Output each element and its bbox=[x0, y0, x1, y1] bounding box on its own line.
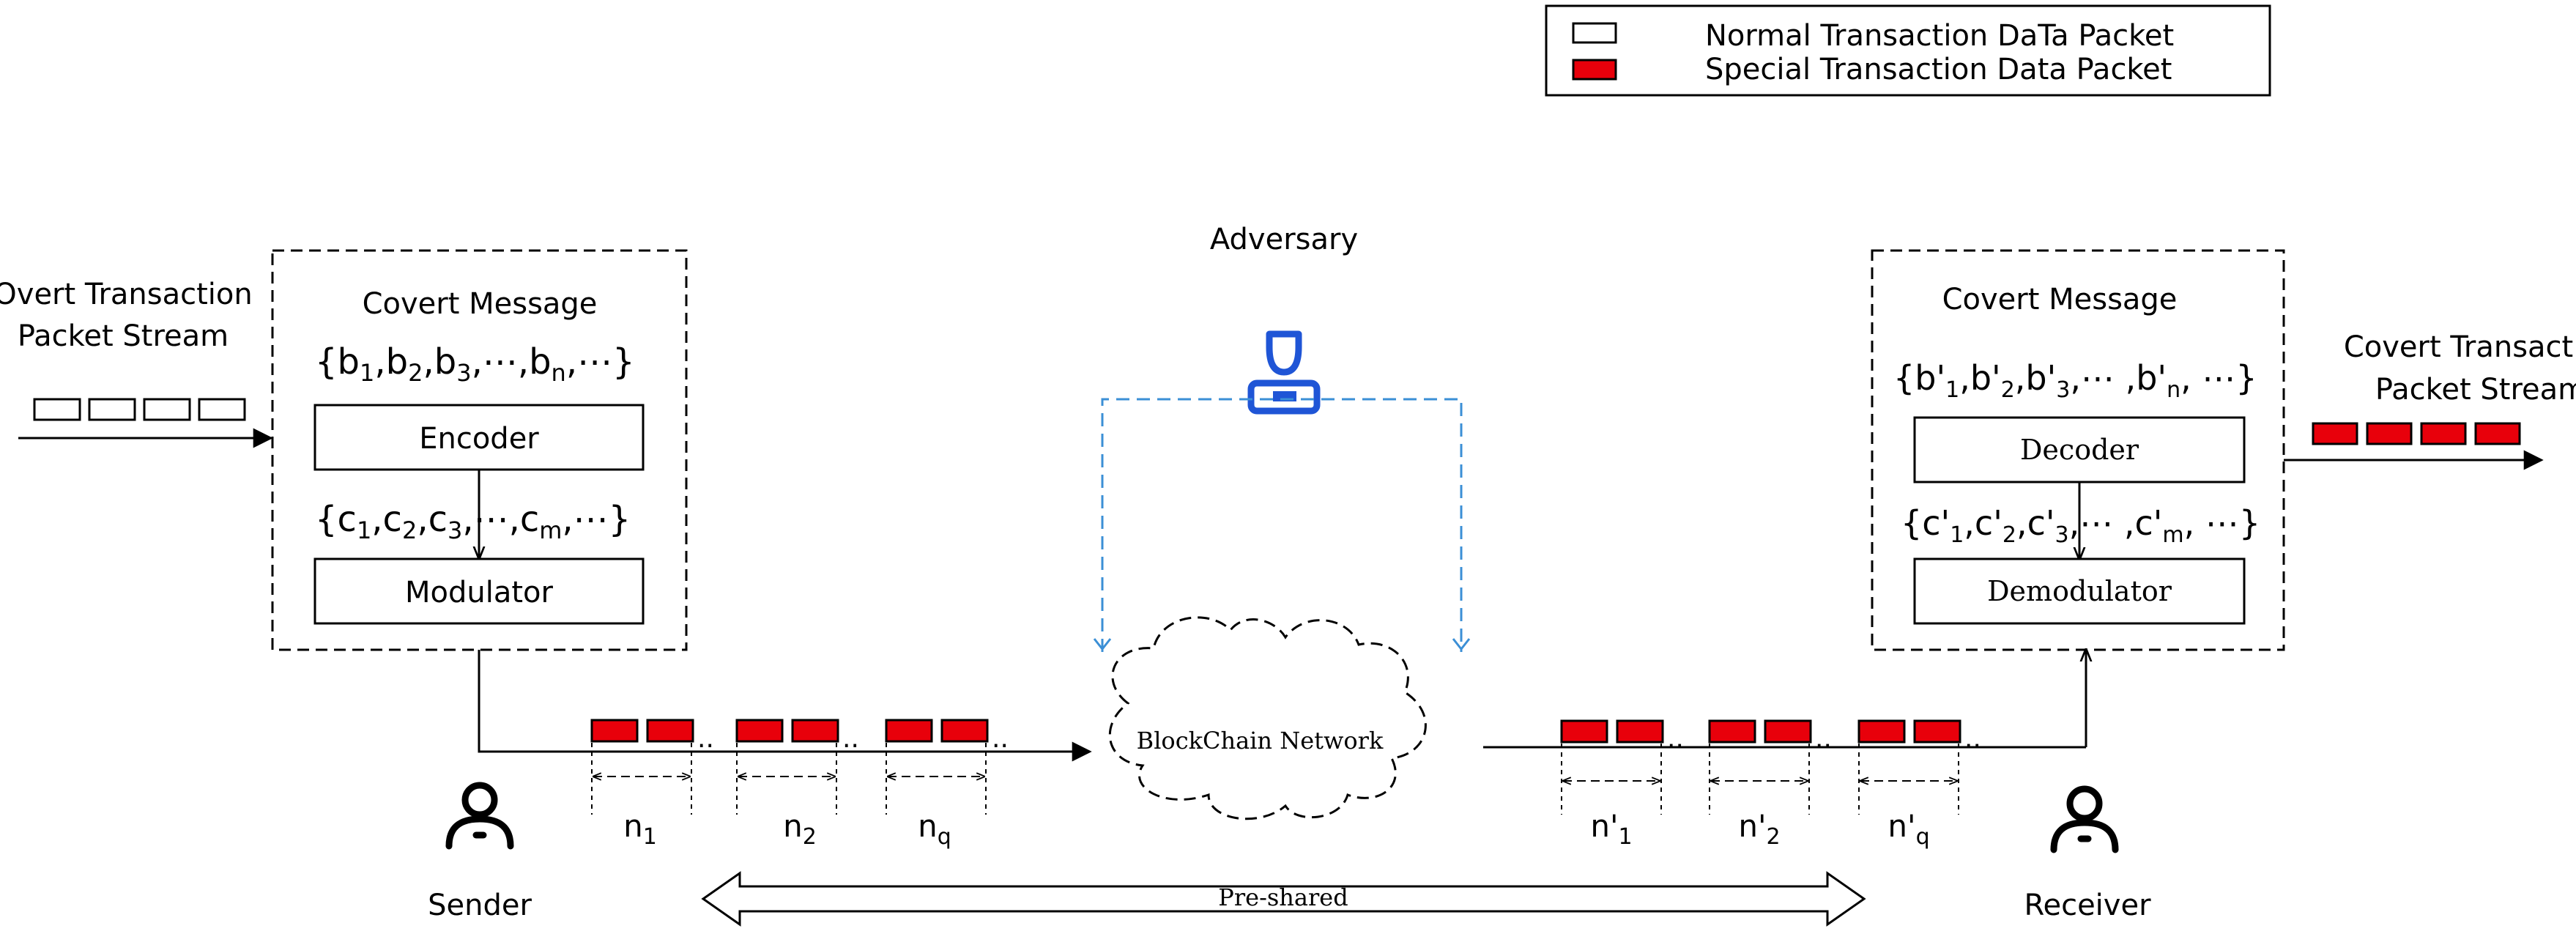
special-packet bbox=[1616, 719, 1664, 744]
receiver-interval-label: n'2 bbox=[1738, 808, 1780, 850]
adversary: Adversary bbox=[1093, 223, 1471, 652]
sender-interval-label: nq bbox=[918, 808, 951, 850]
sender-stream-label-line1: Overt Transaction bbox=[0, 278, 253, 311]
receiver-ellipsis: .. bbox=[1667, 724, 1684, 754]
sender-box bbox=[271, 249, 688, 651]
special-packet bbox=[646, 719, 694, 743]
encoder-label: Encoder bbox=[419, 422, 539, 456]
adversary-arrow-left bbox=[1093, 638, 1112, 651]
special-packet bbox=[1560, 719, 1608, 744]
special-packet bbox=[791, 719, 839, 743]
special-packet bbox=[1764, 719, 1812, 744]
sender-input-packets bbox=[33, 398, 246, 421]
receiver-person-icon bbox=[2050, 785, 2119, 853]
blockchain-network: BlockChain Network bbox=[1108, 616, 1427, 820]
modulator-label: Modulator bbox=[405, 576, 554, 609]
sender-interval-label: n1 bbox=[623, 808, 657, 850]
decoder-label: Decoder bbox=[2020, 434, 2139, 466]
receiver-message-set: {b'1,b'2,b'3,⋯ ,b'n, ⋯} bbox=[1893, 358, 2257, 403]
normal-packet-swatch bbox=[1572, 22, 1617, 44]
receiver-box-title: Covert Message bbox=[1942, 283, 2178, 316]
legend: Normal Transaction DaTa Packet Special T… bbox=[1545, 4, 2271, 97]
normal-packet bbox=[143, 398, 191, 421]
adversary-arrow-right bbox=[1452, 638, 1471, 651]
normal-packet bbox=[198, 398, 246, 421]
special-packet bbox=[940, 719, 989, 743]
demodulator-block bbox=[1913, 557, 2246, 625]
receiver-stream-label-line2: Packet Stream bbox=[2375, 373, 2576, 407]
adversary-dashed-link bbox=[1101, 398, 1463, 652]
sender-person-icon bbox=[445, 782, 514, 850]
encoder-block bbox=[313, 404, 645, 471]
legend-normal-label: Normal Transaction DaTa Packet bbox=[1705, 19, 2174, 53]
normal-packet bbox=[88, 398, 136, 421]
legend-box bbox=[1545, 4, 2271, 97]
special-packet bbox=[1708, 719, 1756, 744]
special-packet bbox=[1857, 719, 1906, 744]
network-label: BlockChain Network bbox=[1137, 727, 1384, 755]
receiver-interval-label: n'q bbox=[1888, 808, 1929, 850]
sender-message-set: {b1,b2,b3,⋯,bn,⋯} bbox=[315, 341, 635, 387]
receiver-special-packets bbox=[1560, 719, 1961, 744]
receiver-output-packets bbox=[2312, 422, 2521, 445]
receiver-box bbox=[1871, 249, 2285, 651]
special-packet-swatch bbox=[1572, 59, 1617, 81]
demodulator-label: Demodulator bbox=[1987, 575, 2172, 607]
sender-label: Sender bbox=[428, 889, 532, 922]
receiver-ellipsis: .. bbox=[1964, 724, 1981, 754]
special-packet bbox=[2366, 422, 2413, 445]
special-packet bbox=[590, 719, 639, 743]
sender-interval-label: n2 bbox=[783, 808, 817, 850]
sender-box-title: Covert Message bbox=[363, 287, 598, 321]
special-packet bbox=[735, 719, 784, 743]
legend-special-label: Special Transaction Data Packet bbox=[1705, 53, 2172, 86]
receiver-code-set: {c'1,c'2,c'3,⋯ ,c'm, ⋯} bbox=[1901, 503, 2260, 548]
sender-code-set: {c1,c2,c3,⋯,cm,⋯} bbox=[315, 499, 631, 544]
sender-ellipsis: .. bbox=[842, 724, 859, 754]
receiver-interval-label: n'1 bbox=[1590, 808, 1632, 850]
modulator-block bbox=[313, 557, 645, 625]
receiver-label: Receiver bbox=[2024, 889, 2151, 922]
decoder-block bbox=[1913, 416, 2246, 483]
sender-ellipsis: .. bbox=[992, 724, 1009, 754]
sender-intervals bbox=[591, 743, 987, 815]
special-packet bbox=[885, 719, 933, 743]
preshared-label: Pre-shared bbox=[1218, 883, 1348, 911]
special-packet bbox=[2420, 422, 2467, 445]
preshared-arrow: Pre-shared bbox=[701, 871, 1866, 927]
receiver-stream-label-line1: Covert Transaction bbox=[2344, 330, 2576, 364]
receiver-section: .. .. .. n'1 n'2 n'q Covert Message {b'1… bbox=[1483, 249, 2576, 922]
receiver-intervals bbox=[1561, 744, 1959, 815]
normal-packet bbox=[33, 398, 81, 421]
sender-stream-label-line2: Packet Stream bbox=[18, 319, 229, 353]
sender-ellipsis: .. bbox=[697, 724, 714, 754]
receiver-ellipsis: .. bbox=[1815, 724, 1832, 754]
sender-section: Overt Transaction Packet Stream Covert M… bbox=[0, 249, 1092, 922]
adversary-icon bbox=[1247, 330, 1321, 415]
special-packet bbox=[2474, 422, 2521, 445]
sender-special-packets bbox=[590, 719, 989, 743]
adversary-label: Adversary bbox=[1210, 223, 1358, 256]
special-packet bbox=[1913, 719, 1961, 744]
network-cloud bbox=[1108, 616, 1427, 820]
special-packet bbox=[2312, 422, 2358, 445]
preshared-double-arrow bbox=[701, 871, 1866, 927]
